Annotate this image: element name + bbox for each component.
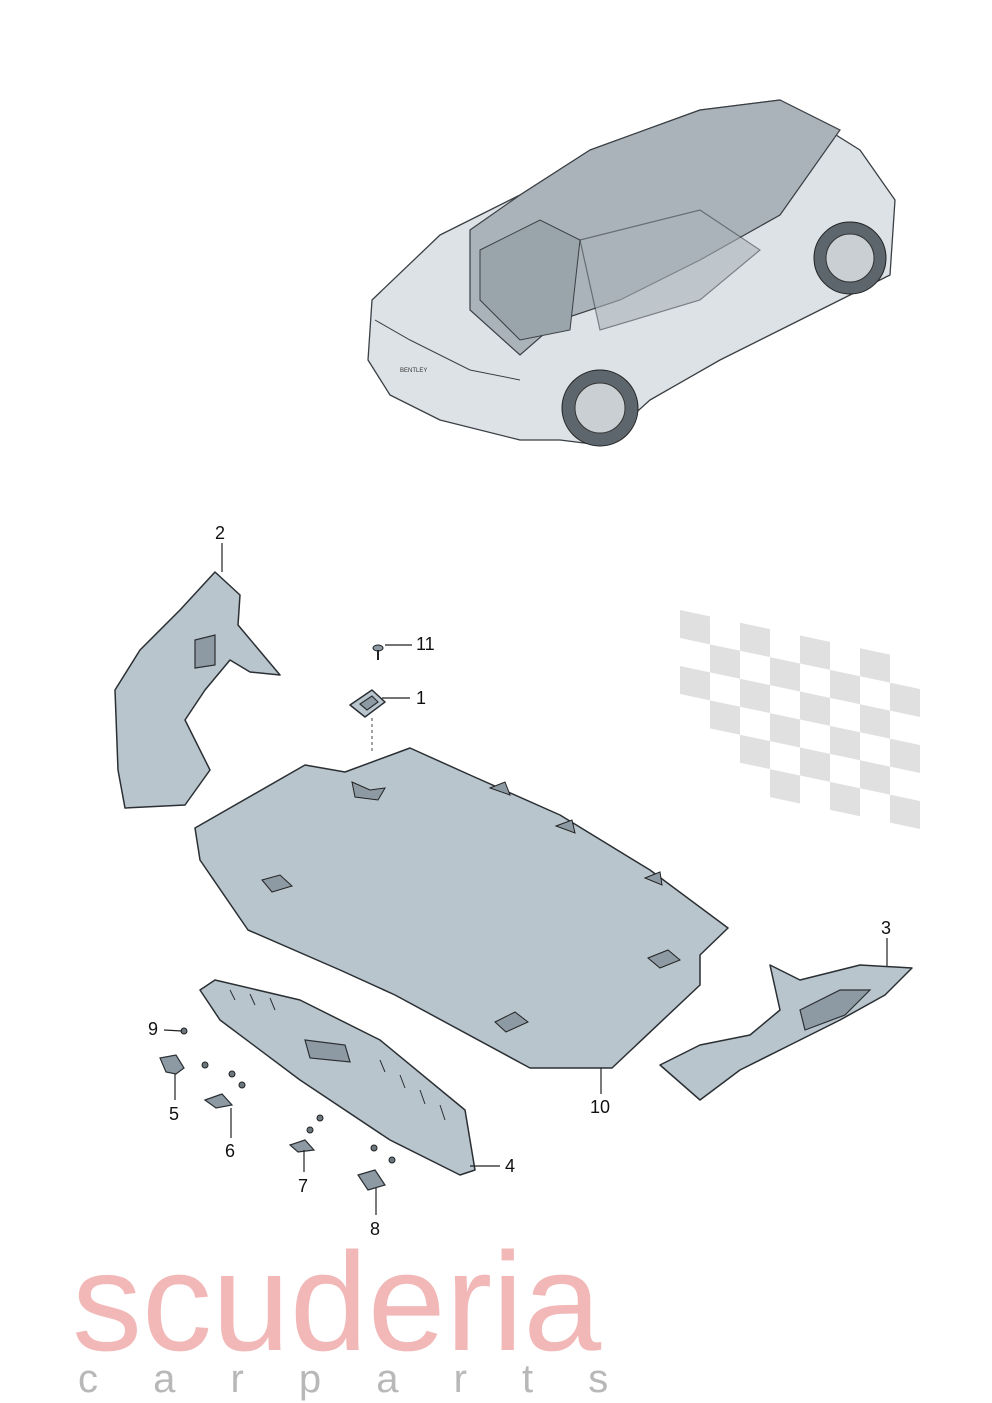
callout-9[interactable]: 9 bbox=[148, 1019, 158, 1039]
checker-square bbox=[680, 666, 710, 701]
checker-square bbox=[770, 769, 800, 804]
screws bbox=[180, 1027, 396, 1164]
part-8-bracket[interactable] bbox=[357, 1169, 386, 1191]
callout-10[interactable]: 10 bbox=[590, 1097, 610, 1117]
checker-square bbox=[800, 747, 830, 782]
checker-square bbox=[800, 691, 830, 726]
watermark-text: scuderia bbox=[72, 1223, 601, 1380]
checker-flag-icon bbox=[680, 610, 920, 830]
checker-square bbox=[890, 794, 920, 830]
callout-6[interactable]: 6 bbox=[225, 1141, 235, 1161]
callout-3[interactable]: 3 bbox=[881, 918, 891, 938]
checker-square bbox=[710, 644, 740, 679]
checker-square bbox=[770, 713, 800, 748]
checker-square bbox=[740, 734, 770, 770]
part-7-bracket[interactable] bbox=[288, 1139, 316, 1153]
car-badge: BENTLEY bbox=[400, 368, 427, 374]
part-6-bracket[interactable] bbox=[203, 1093, 234, 1109]
checker-square bbox=[890, 738, 920, 774]
callout-4[interactable]: 4 bbox=[505, 1156, 515, 1176]
checker-square bbox=[710, 700, 740, 735]
watermark: scuderia c a r p a r t s bbox=[72, 1223, 630, 1401]
checker-square bbox=[860, 704, 890, 739]
part-11-screw[interactable] bbox=[372, 644, 384, 660]
checker-square bbox=[800, 635, 830, 670]
part-2-recess bbox=[194, 634, 216, 669]
car-overview-illustration: BENTLEY bbox=[367, 99, 896, 447]
callout-11[interactable]: 11 bbox=[416, 634, 435, 654]
callout-1[interactable]: 1 bbox=[416, 688, 426, 708]
checker-square bbox=[830, 781, 860, 817]
part-3-recess bbox=[799, 989, 872, 1031]
callout-8[interactable]: 8 bbox=[370, 1219, 380, 1239]
part-4-lock-recess bbox=[304, 1039, 351, 1063]
leader-lines bbox=[163, 543, 888, 1215]
checker-square bbox=[860, 760, 890, 795]
part-5-bracket[interactable] bbox=[159, 1054, 185, 1075]
checker-square bbox=[680, 610, 710, 645]
callout-2[interactable]: 2 bbox=[215, 523, 225, 543]
part-10-luggage-floor-cover[interactable] bbox=[194, 747, 729, 1069]
callout-5[interactable]: 5 bbox=[169, 1104, 179, 1124]
floor-cover-handles bbox=[261, 781, 681, 1033]
callout-7[interactable]: 7 bbox=[298, 1176, 308, 1196]
sill-ribs bbox=[229, 989, 446, 1121]
checker-square bbox=[860, 648, 890, 683]
checker-square bbox=[740, 678, 770, 714]
checker-square bbox=[770, 657, 800, 692]
callout-labels: 11 1 2 3 4 5 6 7 8 9 10 bbox=[148, 523, 891, 1239]
part-4-loading-sill-trim[interactable] bbox=[199, 979, 476, 1176]
watermark-subtext: c a r p a r t s bbox=[78, 1357, 630, 1401]
checker-square bbox=[830, 669, 860, 705]
part-1-recess bbox=[359, 695, 379, 711]
checker-square bbox=[740, 622, 770, 658]
part-2-side-trim-left[interactable] bbox=[114, 571, 281, 809]
checker-square bbox=[890, 682, 920, 718]
checker-square bbox=[830, 725, 860, 761]
